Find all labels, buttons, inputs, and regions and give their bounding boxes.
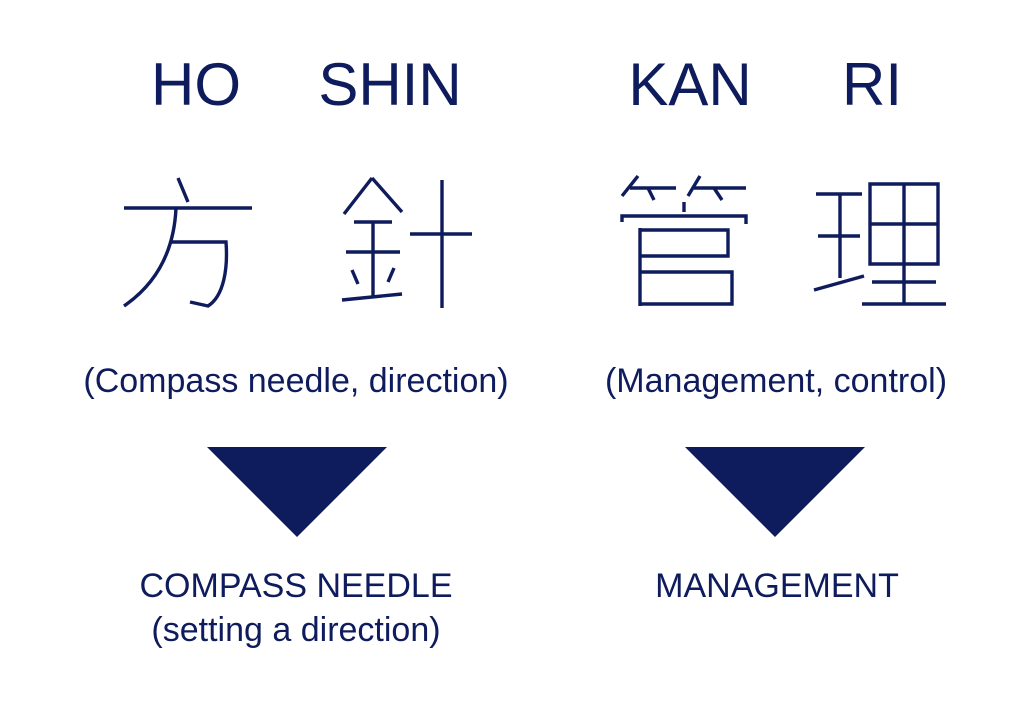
result-kanri-line1: MANAGEMENT bbox=[655, 567, 899, 605]
romaji-shin: SHIN bbox=[318, 51, 462, 118]
kanji-shin-glyph: 針 bbox=[341, 176, 472, 308]
kanji-ri-glyph: 理 bbox=[813, 182, 946, 306]
result-hoshin: COMPASS NEEDLE (setting a direction) bbox=[139, 564, 452, 652]
meaning-kanri: (Management, control) bbox=[604, 362, 948, 400]
result-hoshin-line1: COMPASS NEEDLE bbox=[139, 567, 453, 605]
down-arrow-kanri-icon bbox=[685, 447, 865, 537]
meaning-hoshin: (Compass needle, direction) bbox=[83, 362, 509, 400]
down-arrow-hoshin-icon bbox=[207, 447, 387, 537]
romaji-ho: HO bbox=[151, 51, 241, 118]
romaji-ri: RI bbox=[842, 51, 902, 118]
romaji-kan: KAN bbox=[628, 51, 752, 118]
result-kanri: MANAGEMENT bbox=[655, 564, 899, 608]
kanji-kan-glyph: 管 bbox=[620, 174, 748, 306]
result-hoshin-line2: (setting a direction) bbox=[151, 611, 441, 649]
kanji-ho-glyph: 方 bbox=[123, 177, 252, 308]
